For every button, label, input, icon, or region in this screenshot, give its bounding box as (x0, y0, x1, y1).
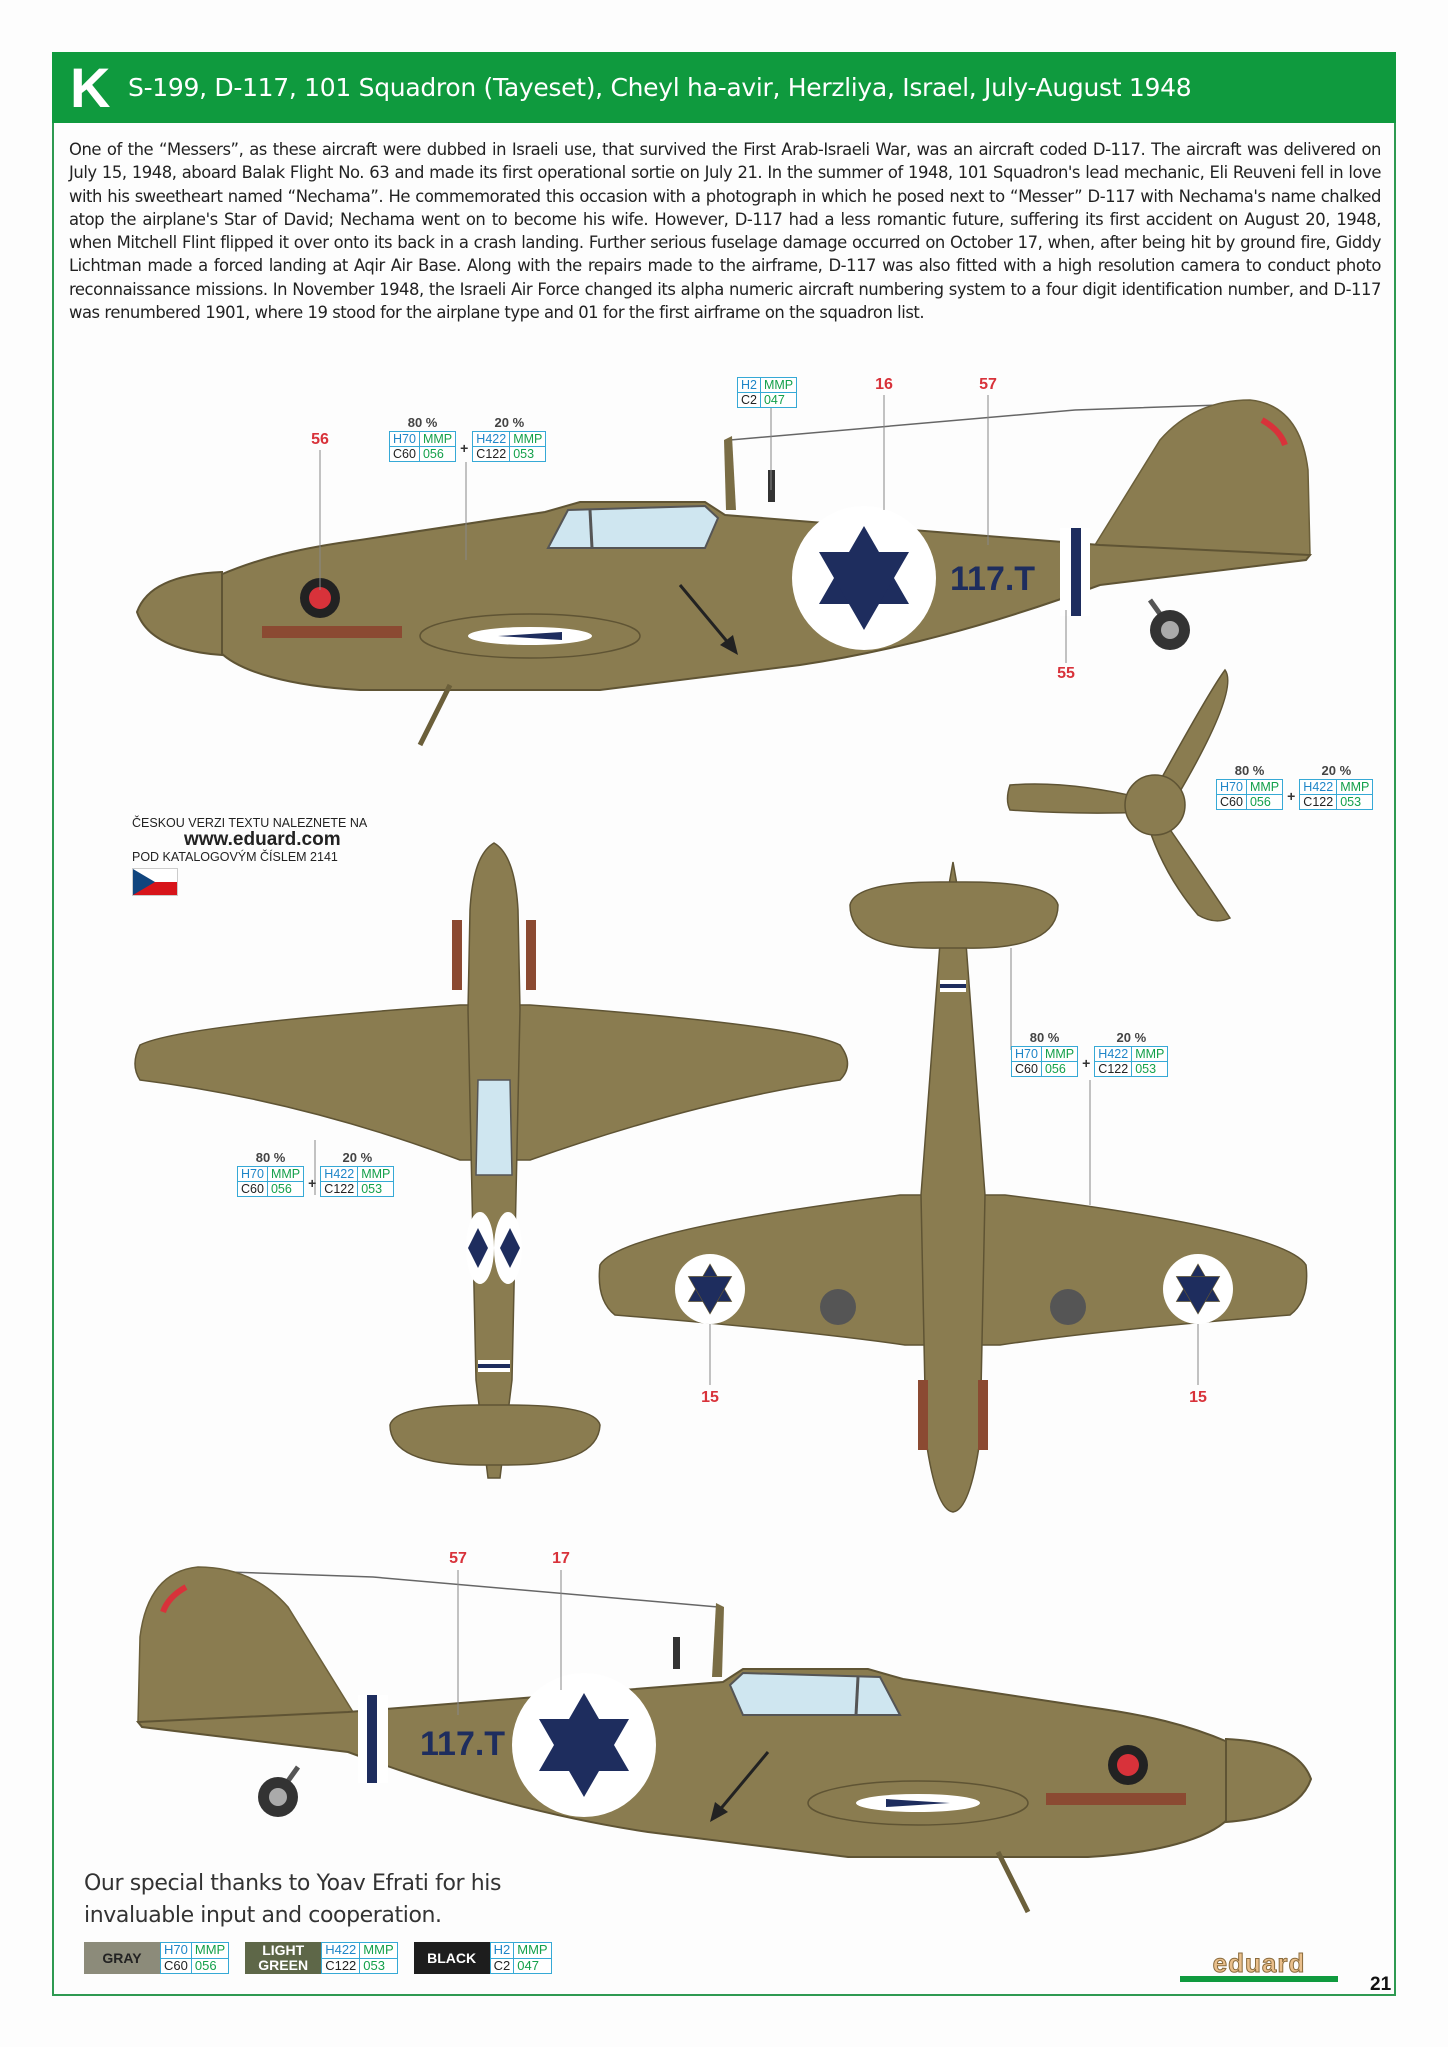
percent-label: 80 % (255, 1150, 286, 1165)
percent-label: 80 % (1234, 763, 1265, 778)
plus-sign: + (1287, 788, 1296, 804)
swatch-name: BLACK (413, 1942, 490, 1974)
czech-flag-icon (132, 868, 178, 896)
marker-16: 16 (875, 376, 893, 393)
eduard-website-link[interactable]: www.eduard.com (184, 829, 341, 850)
czech-note: ČESKOU VERZI TEXTU NALEZNETE NA www.edua… (132, 816, 367, 896)
profile-title: S-199, D-117, 101 Squadron (Tayeset), Ch… (128, 73, 1192, 102)
fuselage-code-left: 117.T (950, 560, 1036, 598)
percent-label: 80 % (407, 415, 438, 430)
side-view-left (137, 400, 1310, 745)
page-number: 21 (1370, 1974, 1392, 1995)
top-view (134, 842, 849, 1479)
marker-15: 15 (701, 1389, 719, 1406)
marker-55: 55 (1057, 665, 1075, 682)
eduard-logo: eduard (1180, 1950, 1338, 1982)
plus-sign: + (460, 440, 469, 456)
side-view-right (138, 1567, 1311, 1912)
swatch-name: LIGHT GREEN (245, 1942, 322, 1974)
thanks-note: Our special thanks to Yoav Efrati for hi… (84, 1868, 501, 1932)
percent-label: 20 % (342, 1150, 373, 1165)
swatch-name: GRAY (84, 1942, 160, 1974)
czech-line-3: POD KATALOGOVÝM ČÍSLEM 2141 (132, 850, 338, 864)
percent-label: 80 % (1029, 1030, 1060, 1045)
plus-sign: + (308, 1175, 317, 1191)
marker-57: 57 (449, 1550, 467, 1567)
thanks-line-1: Our special thanks to Yoav Efrati for hi… (84, 1871, 502, 1896)
marker-56: 56 (311, 431, 329, 448)
plus-sign: + (1082, 1055, 1091, 1071)
percent-label: 20 % (494, 415, 525, 430)
thanks-line-2: invaluable input and cooperation. (84, 1903, 442, 1928)
czech-line-1: ČESKOU VERZI TEXTU NALEZNETE NA (132, 816, 368, 830)
percent-label: 20 % (1321, 763, 1352, 778)
fuselage-code-right: 117.T (420, 1725, 506, 1763)
profile-letter: K (70, 56, 111, 119)
bottom-view (598, 861, 1308, 1513)
percent-label: 20 % (1116, 1030, 1147, 1045)
marker-15: 15 (1189, 1389, 1207, 1406)
history-text: One of the “Messers”, as these aircraft … (69, 140, 1381, 323)
marker-57: 57 (979, 376, 997, 393)
marker-17: 17 (552, 1550, 570, 1567)
propeller-view (1006, 668, 1232, 922)
profile-header: K S-199, D-117, 101 Squadron (Tayeset), … (52, 52, 1396, 123)
